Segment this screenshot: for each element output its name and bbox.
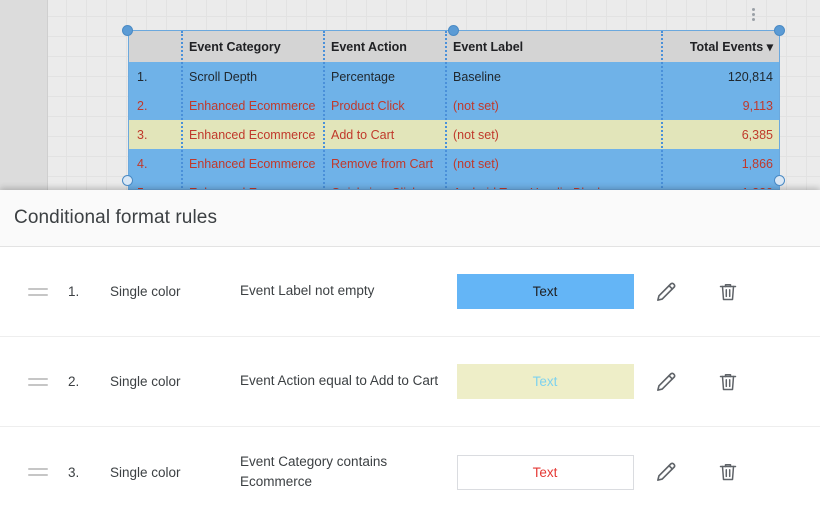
pencil-icon[interactable] (635, 279, 697, 305)
drag-handle-icon[interactable] (28, 287, 54, 296)
table-row[interactable]: 2. Enhanced Ecommerce Product Click (not se… (129, 91, 779, 120)
report-table-widget[interactable]: Event Category Event Action Event Label … (128, 30, 780, 190)
cell-event-action: Add to Cart (331, 127, 395, 142)
report-table: Event Category Event Action Event Label … (129, 31, 779, 190)
panel-header: Conditional format rules (0, 190, 820, 247)
canvas-left-gutter (0, 0, 48, 190)
cell-event-action: Percentage (331, 69, 395, 84)
rule-type: Single color (110, 374, 181, 389)
column-header-event-action[interactable]: Event Action (323, 31, 445, 62)
rule-index: 3. (68, 464, 80, 480)
cell-total-events: 1,866 (741, 156, 773, 171)
cell-index: 2. (137, 98, 148, 113)
cell-total-events: 120,814 (727, 69, 773, 84)
cell-event-label: (not set) (453, 156, 499, 171)
table-header-row: Event Category Event Action Event Label … (129, 31, 779, 62)
cell-event-action: Product Click (331, 98, 405, 113)
selection-handle-top-right[interactable] (774, 25, 785, 36)
rule-type: Single color (110, 284, 181, 299)
rule-type: Single color (110, 464, 181, 480)
cell-total-events: 9,113 (742, 98, 773, 113)
table-body: 1. Scroll Depth Percentage Baseline 120,814 2… (129, 62, 779, 190)
cell-index: 3. (137, 127, 148, 142)
trash-icon[interactable] (697, 460, 759, 484)
cell-event-action: Remove from Cart (331, 156, 434, 171)
selection-handle-bottom-right[interactable] (774, 175, 785, 186)
cell-total-events: 6,385 (741, 127, 773, 142)
cell-event-label: Android Tape Hoodie Black (445, 178, 661, 190)
cell-event-action: Quickview Click (323, 178, 445, 190)
column-header-event-category[interactable]: Event Category (181, 31, 323, 62)
drag-handle-icon[interactable] (28, 468, 54, 476)
column-header-index[interactable] (129, 31, 181, 62)
cell-total-events: 1,220 (661, 178, 779, 190)
pencil-icon[interactable] (635, 459, 697, 485)
pencil-icon[interactable] (635, 369, 697, 395)
column-header-total-events-text: Total Events (689, 40, 764, 54)
table-row[interactable]: 4. Enhanced Ecommerce Remove from Cart (not… (129, 149, 779, 178)
report-canvas[interactable]: Event Category Event Action Event Label … (0, 0, 820, 190)
rule-preview-swatch: Text (456, 364, 634, 399)
selection-handle-bottom-left[interactable] (122, 175, 133, 186)
drag-handle-icon[interactable] (28, 377, 54, 386)
cell-event-label: (not set) (453, 127, 499, 142)
table-header: Event Category Event Action Event Label … (129, 31, 779, 62)
selection-handle-top-center[interactable] (448, 25, 459, 36)
rule-preview-swatch: Text (456, 274, 634, 309)
cell-index: 4. (137, 156, 148, 171)
rule-row[interactable]: 3. Single color Event Category contains Ec… (0, 427, 820, 517)
table-row[interactable]: 1. Scroll Depth Percentage Baseline 120,814 (129, 62, 779, 91)
cell-index: 5. (129, 178, 181, 190)
cell-event-label: Baseline (453, 69, 501, 84)
page-title: Conditional format rules (14, 207, 218, 228)
column-header-event-label[interactable]: Event Label (445, 31, 661, 62)
sort-desc-icon[interactable]: ▾ (766, 40, 773, 54)
column-header-total-events[interactable]: Total Events ▾ (661, 31, 779, 62)
cell-event-category: Enhanced Ecommerce (189, 98, 316, 113)
rule-row[interactable]: 1. Single color Event Label not empty Text (0, 247, 820, 337)
rule-condition: Event Category contains Ecommerce (240, 453, 388, 489)
selection-handle-top-left[interactable] (122, 25, 133, 36)
rule-preview-wrap: Text (455, 274, 635, 309)
table-row[interactable]: 5.Enhanced EcommerceQuickview ClickAndro… (129, 178, 779, 190)
cell-event-label: (not set) (453, 98, 499, 113)
rule-index: 2. (68, 374, 80, 389)
cell-event-category: Enhanced Ecommerce (189, 156, 316, 171)
rule-condition: Event Label not empty (240, 283, 375, 299)
rule-preview-wrap: Text (455, 454, 635, 490)
rule-condition: Event Action equal to Add to Cart (240, 373, 439, 389)
rule-preview-wrap: Text (455, 364, 635, 399)
trash-icon[interactable] (697, 370, 759, 394)
cell-event-category: Enhanced Ecommerce (181, 178, 323, 190)
rule-index: 1. (68, 284, 80, 299)
rule-preview-swatch: Text (456, 454, 634, 490)
rule-row[interactable]: 2. Single color Event Action equal to Add … (0, 337, 820, 427)
trash-icon[interactable] (697, 280, 759, 304)
table-row[interactable]: 3. Enhanced Ecommerce Add to Cart (not set)… (129, 120, 779, 149)
cell-event-category: Enhanced Ecommerce (189, 127, 316, 142)
more-vert-icon[interactable] (745, 3, 761, 25)
cell-event-category: Scroll Depth (189, 69, 258, 84)
cell-index: 1. (137, 69, 148, 84)
